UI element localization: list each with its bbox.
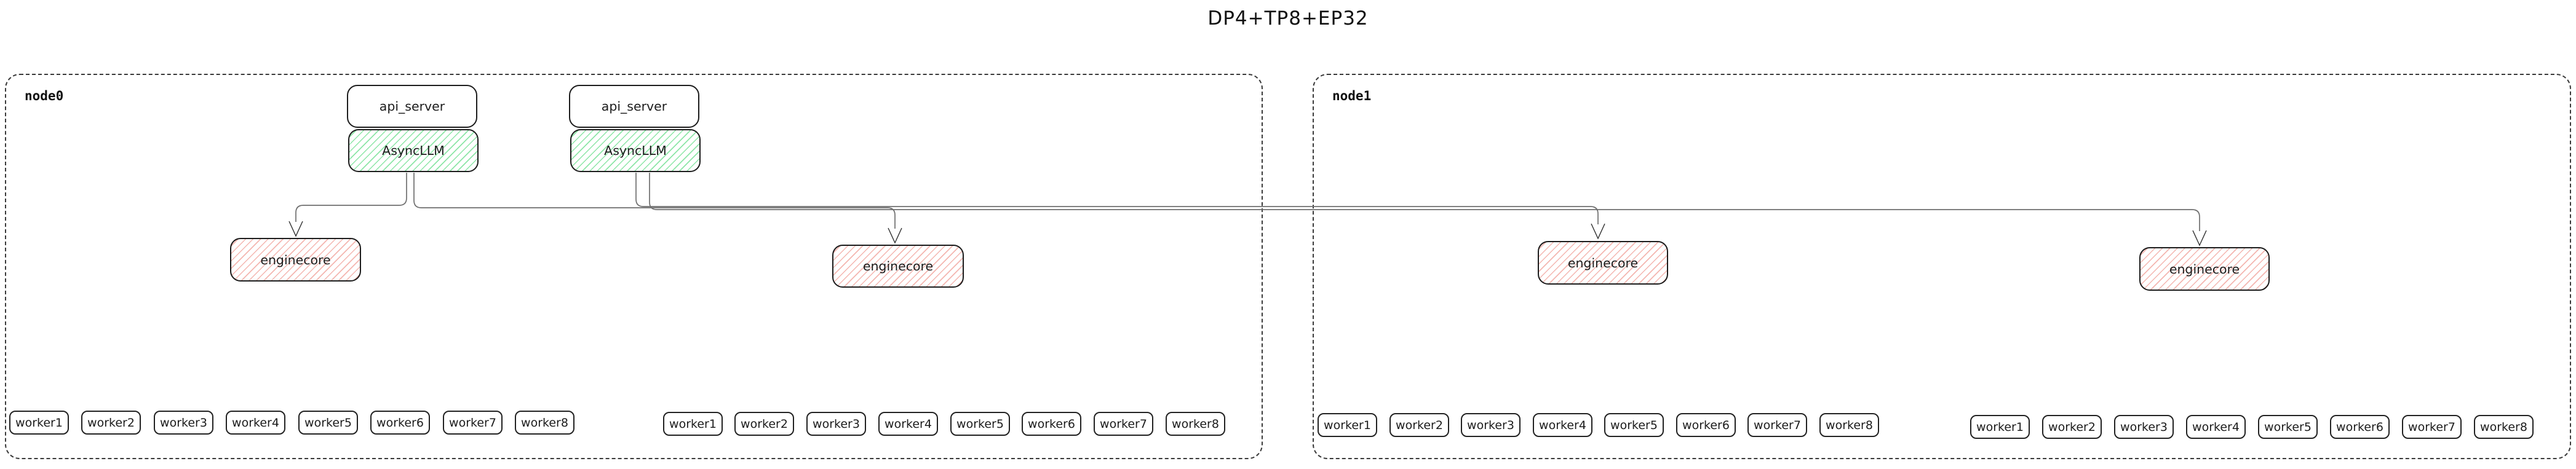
worker-box: worker7 xyxy=(2402,415,2462,439)
worker-box: worker2 xyxy=(81,411,141,435)
worker-box: worker5 xyxy=(2258,415,2318,439)
enginecore-box: enginecore xyxy=(1538,241,1668,285)
enginecore-box: enginecore xyxy=(2139,247,2270,291)
worker-box: worker8 xyxy=(1166,412,1225,436)
node1-label: node1 xyxy=(1332,89,1372,103)
enginecore-box: enginecore xyxy=(230,238,361,282)
node0-label: node0 xyxy=(25,89,64,103)
worker-box: worker3 xyxy=(806,412,866,436)
asyncllm-box: AsyncLLM xyxy=(570,129,701,172)
worker-box: worker6 xyxy=(1676,413,1736,437)
worker-box: worker5 xyxy=(950,412,1010,436)
worker-box: worker2 xyxy=(2042,415,2102,439)
worker-box: worker6 xyxy=(2330,415,2390,439)
worker-box: worker5 xyxy=(1604,413,1664,437)
worker-box: worker4 xyxy=(1533,413,1592,437)
api-server-box: api_server xyxy=(569,85,699,128)
worker-box: worker1 xyxy=(663,412,723,436)
worker-box: worker3 xyxy=(154,411,213,435)
enginecore-box: enginecore xyxy=(832,245,964,288)
worker-box: worker2 xyxy=(734,412,794,436)
worker-box: worker7 xyxy=(1094,412,1153,436)
asyncllm-box: AsyncLLM xyxy=(348,129,479,172)
api-server-box: api_server xyxy=(347,85,477,128)
node0-container xyxy=(5,74,1263,459)
worker-box: worker6 xyxy=(1022,412,1081,436)
worker-box: worker4 xyxy=(226,411,285,435)
worker-box: worker4 xyxy=(2186,415,2246,439)
worker-box: worker3 xyxy=(2114,415,2174,439)
page-title: DP4+TP8+EP32 xyxy=(1207,7,1369,30)
node1-container xyxy=(1313,74,2571,459)
worker-box: worker1 xyxy=(9,411,69,435)
worker-box: worker7 xyxy=(1747,413,1807,437)
worker-box: worker1 xyxy=(1318,413,1377,437)
worker-box: worker6 xyxy=(370,411,430,435)
worker-box: worker8 xyxy=(515,411,574,435)
worker-box: worker4 xyxy=(878,412,938,436)
worker-box: worker5 xyxy=(298,411,358,435)
worker-box: worker8 xyxy=(1819,413,1879,437)
worker-box: worker2 xyxy=(1389,413,1449,437)
worker-box: worker1 xyxy=(1970,415,2030,439)
worker-box: worker8 xyxy=(2474,415,2534,439)
worker-box: worker3 xyxy=(1461,413,1521,437)
worker-box: worker7 xyxy=(443,411,503,435)
